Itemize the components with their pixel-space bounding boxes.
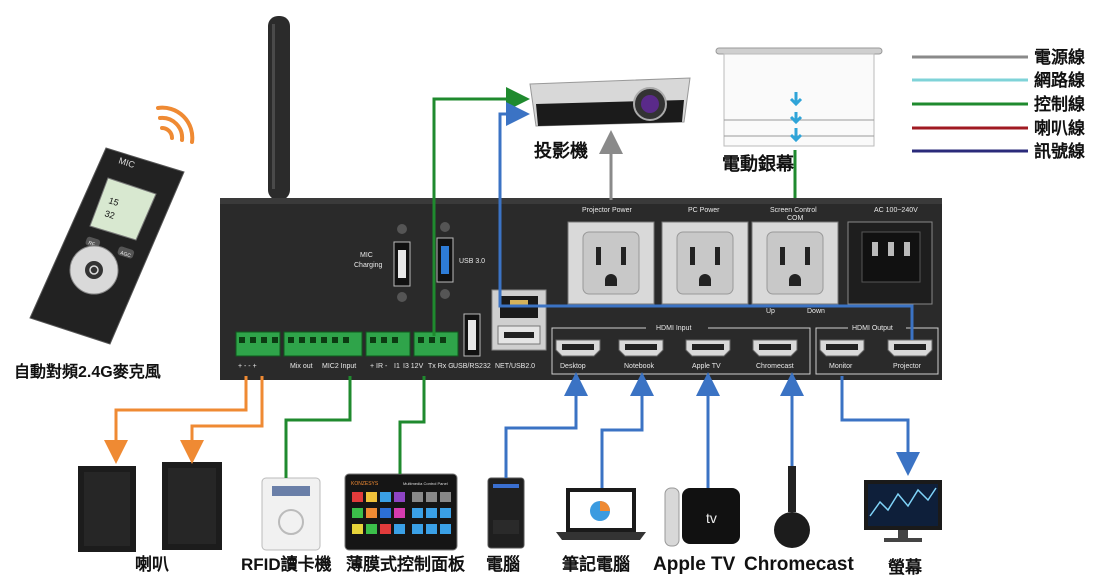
apple-tv-device: tv bbox=[664, 487, 740, 547]
line-signal-pc bbox=[504, 372, 588, 478]
projection-screen-device bbox=[715, 47, 883, 147]
monitor-device bbox=[864, 480, 942, 542]
line-signal-notebook bbox=[600, 372, 654, 488]
label-ac: AC 100~240V bbox=[874, 207, 918, 214]
label-com: COM bbox=[787, 215, 804, 222]
label-tx-rx-g: Tx Rx G bbox=[428, 363, 454, 370]
antenna bbox=[268, 16, 290, 200]
pc-label: 電腦 bbox=[486, 554, 520, 574]
controller-box: MIC Charging USB 3.0 Projector Power PC … bbox=[220, 198, 942, 380]
mic-label: 自動對頻2.4G麥克風 bbox=[14, 362, 161, 381]
line-control-rfid bbox=[284, 376, 352, 478]
label-hdmi-appletv: Apple TV bbox=[692, 363, 721, 370]
label-net-usb2: NET/USB2.0 bbox=[495, 363, 535, 370]
hdmi-port-appletv bbox=[685, 339, 731, 357]
ac-power-inlet bbox=[847, 221, 933, 305]
chromecast-label: Chromecast bbox=[744, 554, 854, 575]
line-control-panel bbox=[398, 376, 426, 474]
label-hdmi-notebook: Notebook bbox=[624, 363, 654, 370]
label-hdmi-desktop: Desktop bbox=[560, 363, 586, 370]
label-i3-12v: I3 12V bbox=[403, 363, 424, 370]
legend-label-signal: 訊號線 bbox=[1034, 141, 1085, 162]
label-hdmi-projector: Projector bbox=[893, 363, 922, 370]
label-ir: + IR - bbox=[370, 363, 388, 370]
terminal-block-io bbox=[365, 331, 411, 357]
monitor-label: 螢幕 bbox=[888, 557, 923, 577]
projector-device bbox=[529, 77, 691, 127]
hdmi-port-monitor bbox=[819, 339, 865, 357]
panel-title: Multimedia Control Panel bbox=[403, 481, 448, 486]
label-hdmi-chromecast: Chromecast bbox=[756, 363, 794, 370]
legend-label-network: 網路線 bbox=[1034, 70, 1085, 91]
label-screen-control: Screen Control bbox=[770, 207, 817, 214]
line-signal-projector bbox=[498, 102, 914, 340]
speaker-label: 喇叭 bbox=[135, 554, 169, 574]
label-mix-out: Mix out bbox=[290, 363, 313, 370]
outlet-projector-power bbox=[567, 221, 655, 305]
label-hdmi-monitor: Monitor bbox=[829, 363, 853, 370]
legend: 電源線 網路線 控制線 喇叭線 訊號線 bbox=[912, 47, 1085, 162]
hdmi-port-chromecast bbox=[752, 339, 798, 357]
label-hdmi-output: HDMI Output bbox=[852, 325, 893, 332]
remote-brand: MIC bbox=[117, 155, 136, 170]
hdmi-port-projector bbox=[887, 339, 933, 357]
outlet-screen-control bbox=[751, 221, 839, 305]
chromecast-device bbox=[774, 466, 810, 548]
legend-label-speaker: 喇叭線 bbox=[1034, 118, 1085, 139]
remote-button-rf-label: RF bbox=[87, 240, 95, 248]
terminal-block-audio bbox=[283, 331, 363, 357]
legend-label-power: 電源線 bbox=[1034, 47, 1085, 68]
outlet-pc-power bbox=[661, 221, 749, 305]
screen-label: 電動銀幕 bbox=[722, 153, 795, 174]
label-mic2-input: MIC2 Input bbox=[322, 363, 356, 370]
terminal-block-speaker bbox=[235, 331, 281, 357]
label-mic: MIC bbox=[360, 252, 373, 259]
label-usb-rs232: USB/RS232 bbox=[453, 363, 491, 370]
apple-tv-badge: tv bbox=[706, 510, 717, 526]
projector-label: 投影機 bbox=[534, 140, 588, 161]
speaker-left bbox=[78, 466, 136, 552]
remote-button-agc[interactable] bbox=[117, 246, 135, 260]
label-up: Up bbox=[766, 308, 775, 315]
legend-label-control: 控制線 bbox=[1034, 94, 1085, 115]
remote-button-agc-label: AGC bbox=[119, 250, 132, 259]
appletv-label: Apple TV bbox=[653, 554, 736, 575]
hdmi-port-notebook bbox=[618, 339, 664, 357]
notebook-computer bbox=[556, 488, 646, 540]
panel-brand: KONZESYS bbox=[351, 481, 379, 487]
label-down: Down bbox=[807, 308, 825, 315]
label-pc-power: PC Power bbox=[688, 207, 720, 214]
label-usb3: USB 3.0 bbox=[459, 258, 485, 265]
wireless-signal-icon bbox=[156, 105, 195, 144]
membrane-control-panel: KONZESYS Multimedia Control Panel bbox=[344, 473, 458, 551]
remote-display-2: 32 bbox=[103, 208, 116, 221]
speaker-right bbox=[162, 462, 222, 550]
line-speaker-left bbox=[104, 376, 248, 464]
notebook-label: 筆記電腦 bbox=[562, 554, 630, 574]
label-speaker-terminals: + - - + bbox=[238, 363, 257, 370]
line-control-projector bbox=[432, 87, 530, 336]
label-hdmi-input: HDMI Input bbox=[656, 325, 691, 332]
label-projector-power: Projector Power bbox=[582, 207, 632, 214]
wireless-mic-remote: MIC 15 32 RF AGC bbox=[29, 147, 185, 345]
terminal-block-serial bbox=[413, 331, 459, 357]
remote-display-1: 15 bbox=[107, 195, 120, 208]
hdmi-port-desktop bbox=[555, 339, 601, 357]
rfid-label: RFID讀卡機 bbox=[241, 554, 332, 574]
label-charging: Charging bbox=[354, 262, 383, 269]
line-speaker-right bbox=[180, 376, 264, 464]
pc-tower bbox=[487, 477, 525, 549]
line-signal-monitor bbox=[840, 376, 920, 476]
net-usb-port bbox=[491, 289, 547, 351]
panel-label: 薄膜式控制面板 bbox=[346, 554, 466, 574]
rfid-reader bbox=[261, 477, 321, 551]
label-i1: I1 bbox=[394, 363, 400, 370]
remote-power-button[interactable] bbox=[85, 261, 103, 279]
remote-button-rf[interactable] bbox=[85, 236, 101, 249]
